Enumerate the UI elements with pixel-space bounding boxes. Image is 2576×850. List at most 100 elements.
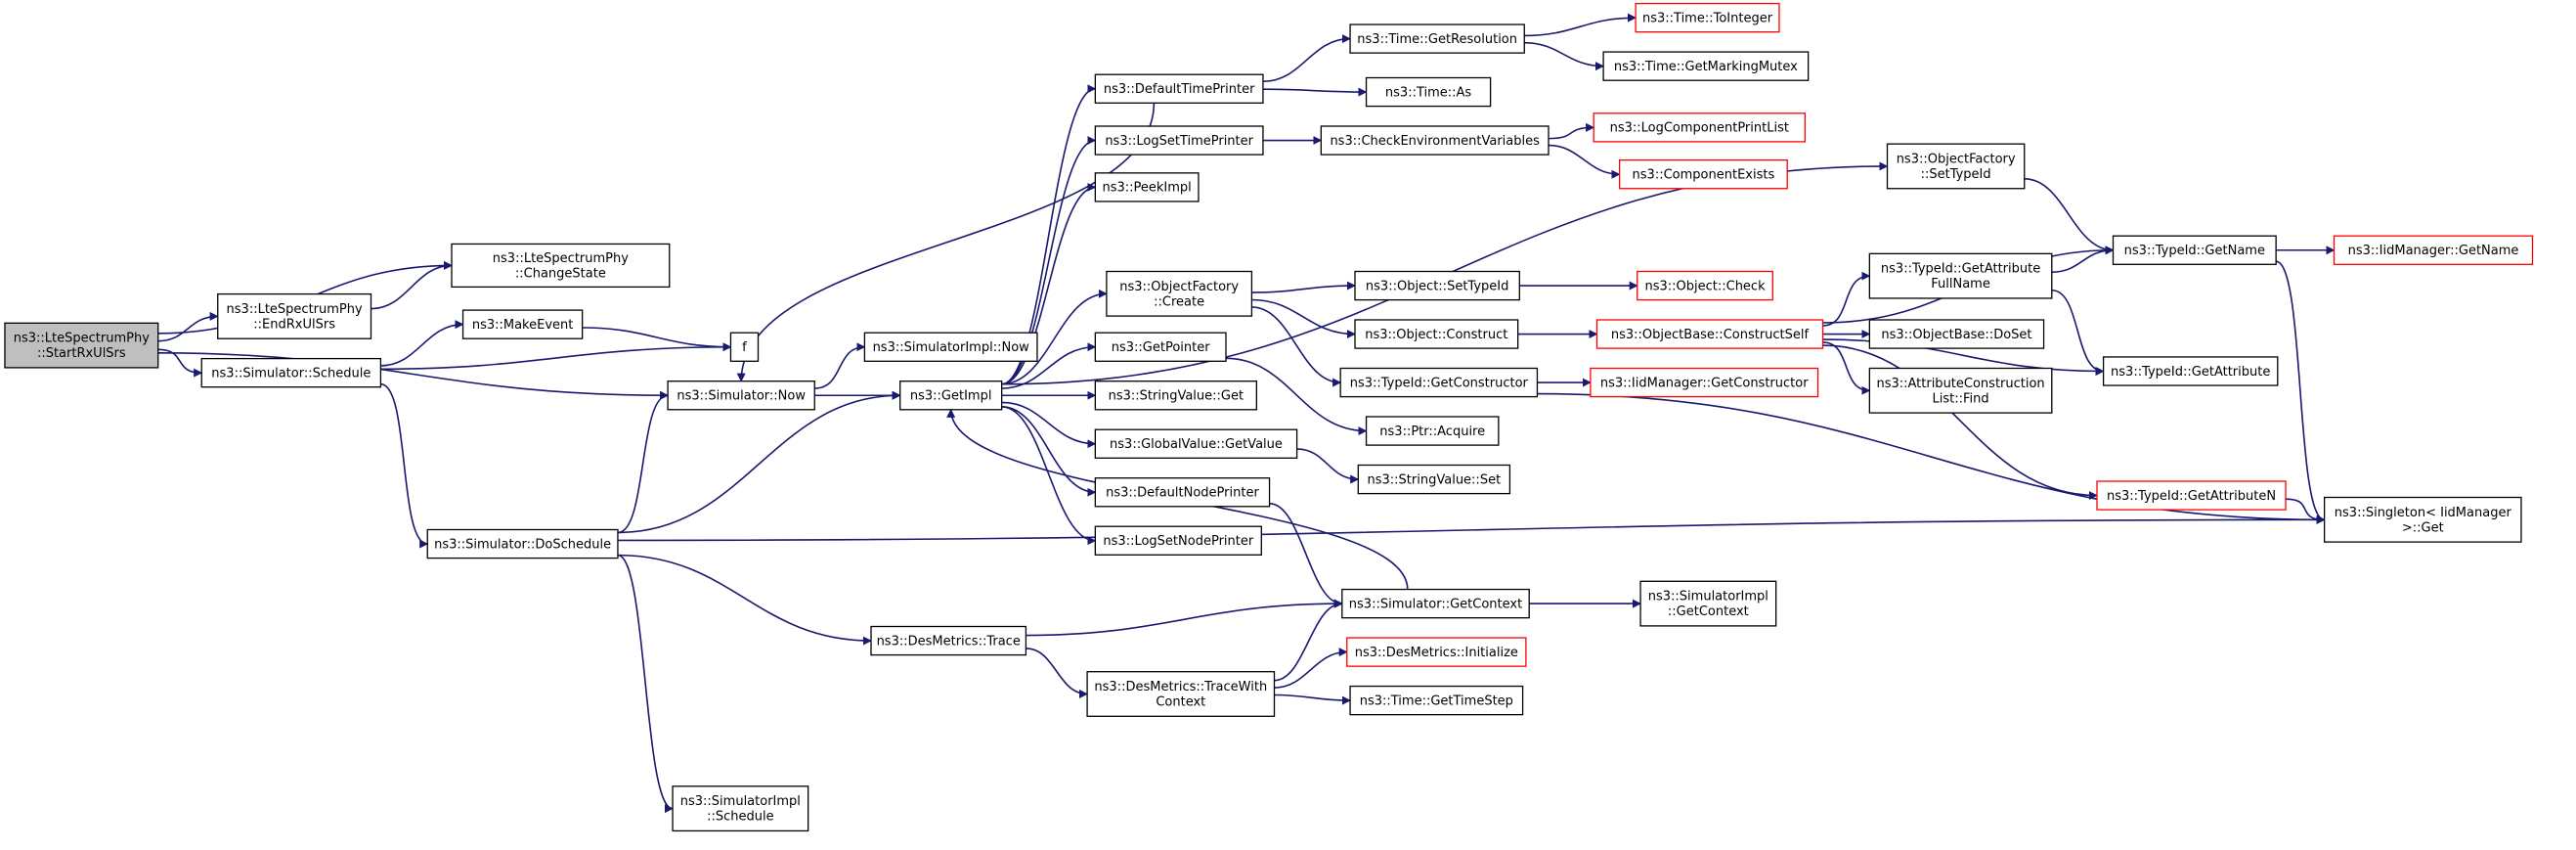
node-logsetnode[interactable]: ns3::LogSetNodePrinter	[1094, 525, 1262, 556]
node-box[interactable]	[1349, 685, 1524, 716]
node-makeevent[interactable]: ns3::MakeEvent	[461, 309, 584, 339]
node-markingmutex[interactable]: ns3::Time::GetMarkingMutex	[1602, 51, 1810, 81]
node-box[interactable]	[667, 380, 815, 411]
node-box[interactable]	[1094, 73, 1264, 104]
node-box[interactable]	[451, 243, 671, 289]
node-box[interactable]	[1346, 637, 1527, 667]
node-box[interactable]	[217, 292, 372, 339]
node-gvget[interactable]: ns3::GlobalValue::GetValue	[1094, 428, 1298, 459]
node-box[interactable]	[729, 332, 760, 362]
node-box[interactable]	[200, 357, 382, 388]
node-svget[interactable]: ns3::StringValue::Get	[1094, 380, 1257, 411]
node-box[interactable]	[1365, 416, 1500, 446]
node-box[interactable]	[2112, 235, 2277, 265]
node-ofcreate[interactable]: ns3::ObjectFactory::Create	[1106, 270, 1253, 317]
node-checkenv[interactable]: ns3::CheckEnvironmentVariables	[1320, 125, 1550, 156]
node-getattrn[interactable]: ns3::TypeId::GetAttributeN	[2096, 480, 2287, 511]
node-doschedule[interactable]: ns3::Simulator::DoSchedule	[426, 528, 619, 559]
node-getpointer[interactable]: ns3::GetPointer	[1094, 332, 1227, 362]
node-now[interactable]: ns3::Simulator::Now	[667, 380, 815, 411]
node-getname[interactable]: ns3::TypeId::GetName	[2112, 235, 2277, 265]
node-implctx[interactable]: ns3::SimulatorImpl::GetContext	[1639, 580, 1777, 627]
node-box[interactable]	[1639, 580, 1777, 627]
node-objconstruct[interactable]: ns3::Object::Construct	[1354, 319, 1519, 349]
node-box[interactable]	[672, 785, 809, 832]
node-box[interactable]	[1868, 367, 2053, 414]
node-box[interactable]	[1357, 464, 1511, 495]
node-box[interactable]	[1618, 158, 1788, 190]
node-box[interactable]	[461, 309, 584, 339]
node-box[interactable]	[2333, 235, 2534, 265]
node-box[interactable]	[1354, 270, 1520, 301]
node-setobjtid[interactable]: ns3::Object::SetTypeId	[1354, 270, 1520, 301]
node-box[interactable]	[1635, 2, 1780, 33]
node-gettimestep[interactable]: ns3::Time::GetTimeStep	[1349, 685, 1524, 716]
node-box[interactable]	[899, 380, 1003, 411]
node-box[interactable]	[1341, 588, 1530, 619]
node-box[interactable]	[1349, 23, 1525, 54]
node-defnode[interactable]: ns3::DefaultNodePrinter	[1094, 477, 1271, 508]
node-box[interactable]	[1868, 319, 2045, 349]
node-iidgetctor[interactable]: ns3::IidManager::GetConstructor	[1590, 367, 1819, 398]
node-box[interactable]	[2102, 356, 2279, 386]
node-box[interactable]	[1094, 380, 1257, 411]
node-box[interactable]	[1868, 252, 2053, 299]
node-box[interactable]	[4, 322, 159, 369]
node-box[interactable]	[1106, 270, 1253, 317]
node-box[interactable]	[1320, 125, 1550, 156]
node-box[interactable]	[863, 332, 1038, 362]
node-box[interactable]	[870, 625, 1027, 656]
node-dminit[interactable]: ns3::DesMetrics::Initialize	[1346, 637, 1527, 667]
node-box[interactable]	[1354, 319, 1519, 349]
node-ofsettid[interactable]: ns3::ObjectFactory::SetTypeId	[1886, 143, 2026, 190]
node-timeas[interactable]: ns3::Time::As	[1365, 76, 1492, 108]
node-getattr[interactable]: ns3::TypeId::GetAttribute	[2102, 356, 2279, 386]
node-box[interactable]	[2096, 480, 2287, 511]
node-box[interactable]	[1602, 51, 1810, 81]
node-implsched[interactable]: ns3::SimulatorImpl::Schedule	[672, 785, 809, 832]
node-tointeger[interactable]: ns3::Time::ToInteger	[1635, 2, 1780, 33]
node-box[interactable]	[1886, 143, 2026, 190]
node-getcontext[interactable]: ns3::Simulator::GetContext	[1341, 588, 1530, 619]
node-box[interactable]	[1339, 367, 1539, 398]
node-changestate[interactable]: ns3::LteSpectrumPhy::ChangeState	[451, 243, 671, 289]
node-ptracquire[interactable]: ns3::Ptr::Acquire	[1365, 416, 1500, 446]
node-box[interactable]	[1094, 172, 1200, 202]
node-box[interactable]	[1365, 76, 1492, 108]
node-getconstructor[interactable]: ns3::TypeId::GetConstructor	[1339, 367, 1539, 398]
node-getimpl[interactable]: ns3::GetImpl	[899, 380, 1003, 411]
node-box[interactable]	[1637, 270, 1774, 301]
node-box[interactable]	[1094, 428, 1298, 459]
node-constructself[interactable]: ns3::ObjectBase::ConstructSelf	[1595, 319, 1824, 349]
node-f[interactable]: f	[729, 332, 760, 362]
node-schedule[interactable]: ns3::Simulator::Schedule	[200, 357, 382, 388]
node-box[interactable]	[2323, 496, 2522, 543]
node-iidgetname[interactable]: ns3::IidManager::GetName	[2333, 235, 2534, 265]
node-box[interactable]	[1094, 525, 1262, 556]
node-box[interactable]	[1595, 319, 1824, 349]
node-endrx[interactable]: ns3::LteSpectrumPhy::EndRxUlSrs	[217, 292, 372, 339]
node-implnow[interactable]: ns3::SimulatorImpl::Now	[863, 332, 1038, 362]
node-logsettime[interactable]: ns3::LogSetTimePrinter	[1094, 125, 1264, 156]
node-box[interactable]	[1094, 332, 1227, 362]
node-trace[interactable]: ns3::DesMetrics::Trace	[870, 625, 1027, 656]
node-singleton[interactable]: ns3::Singleton< IidManager>::Get	[2323, 496, 2522, 543]
node-box[interactable]	[1094, 477, 1271, 508]
node-box[interactable]	[1593, 112, 1806, 143]
node-startrx[interactable]: ns3::LteSpectrumPhy::StartRxUlSrs	[4, 322, 159, 369]
node-box[interactable]	[1094, 125, 1264, 156]
node-compexists[interactable]: ns3::ComponentExists	[1618, 158, 1788, 190]
node-logcomplist[interactable]: ns3::LogComponentPrintList	[1593, 112, 1806, 143]
node-getres[interactable]: ns3::Time::GetResolution	[1349, 23, 1525, 54]
node-svset[interactable]: ns3::StringValue::Set	[1357, 464, 1511, 495]
node-box[interactable]	[1590, 367, 1819, 398]
node-objcheck[interactable]: ns3::Object::Check	[1637, 270, 1774, 301]
node-doset[interactable]: ns3::ObjectBase::DoSet	[1868, 319, 2045, 349]
node-deftime[interactable]: ns3::DefaultTimePrinter	[1094, 73, 1264, 104]
node-box[interactable]	[1086, 671, 1276, 717]
node-peekimpl[interactable]: ns3::PeekImpl	[1094, 172, 1200, 202]
node-box[interactable]	[426, 528, 619, 559]
